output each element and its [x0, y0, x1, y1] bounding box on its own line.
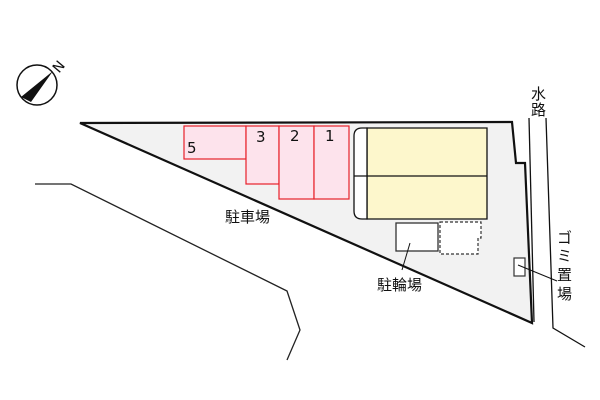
parking-label: 駐車場	[225, 208, 270, 226]
bicycle-parking-label: 駐輪場	[377, 276, 422, 294]
road-boundary	[35, 183, 301, 361]
garbage-area	[513, 257, 526, 277]
garbage-label-3: 置	[557, 266, 572, 284]
parking-space-3-number: 3	[256, 128, 266, 146]
building	[353, 127, 488, 220]
waterway-label-1: 水	[531, 85, 546, 103]
garbage-label-4: 場	[557, 285, 572, 303]
waterway-line-left	[528, 117, 535, 323]
north-arrow-icon: N	[16, 58, 69, 106]
garbage-label-2: ミ	[557, 247, 572, 265]
parking-space-3	[245, 125, 280, 185]
garbage-leader	[517, 264, 558, 282]
bicycle-parking-area	[395, 222, 439, 252]
waterway-label-2: 路	[531, 101, 546, 119]
parking-space-5-number: 5	[187, 139, 197, 157]
parking-space-5	[183, 125, 247, 160]
parking-space-1	[313, 125, 350, 200]
garbage-label-1: ゴ	[557, 229, 572, 247]
waterway-line-right	[545, 117, 586, 348]
bicycle-parking-leader	[401, 242, 411, 271]
parking-space-2-number: 2	[290, 127, 300, 145]
parking-spaces: 5 3 2 1	[183, 125, 350, 200]
parking-space-1-number: 1	[325, 127, 335, 145]
bicycle-parking-area-planned	[439, 221, 482, 255]
